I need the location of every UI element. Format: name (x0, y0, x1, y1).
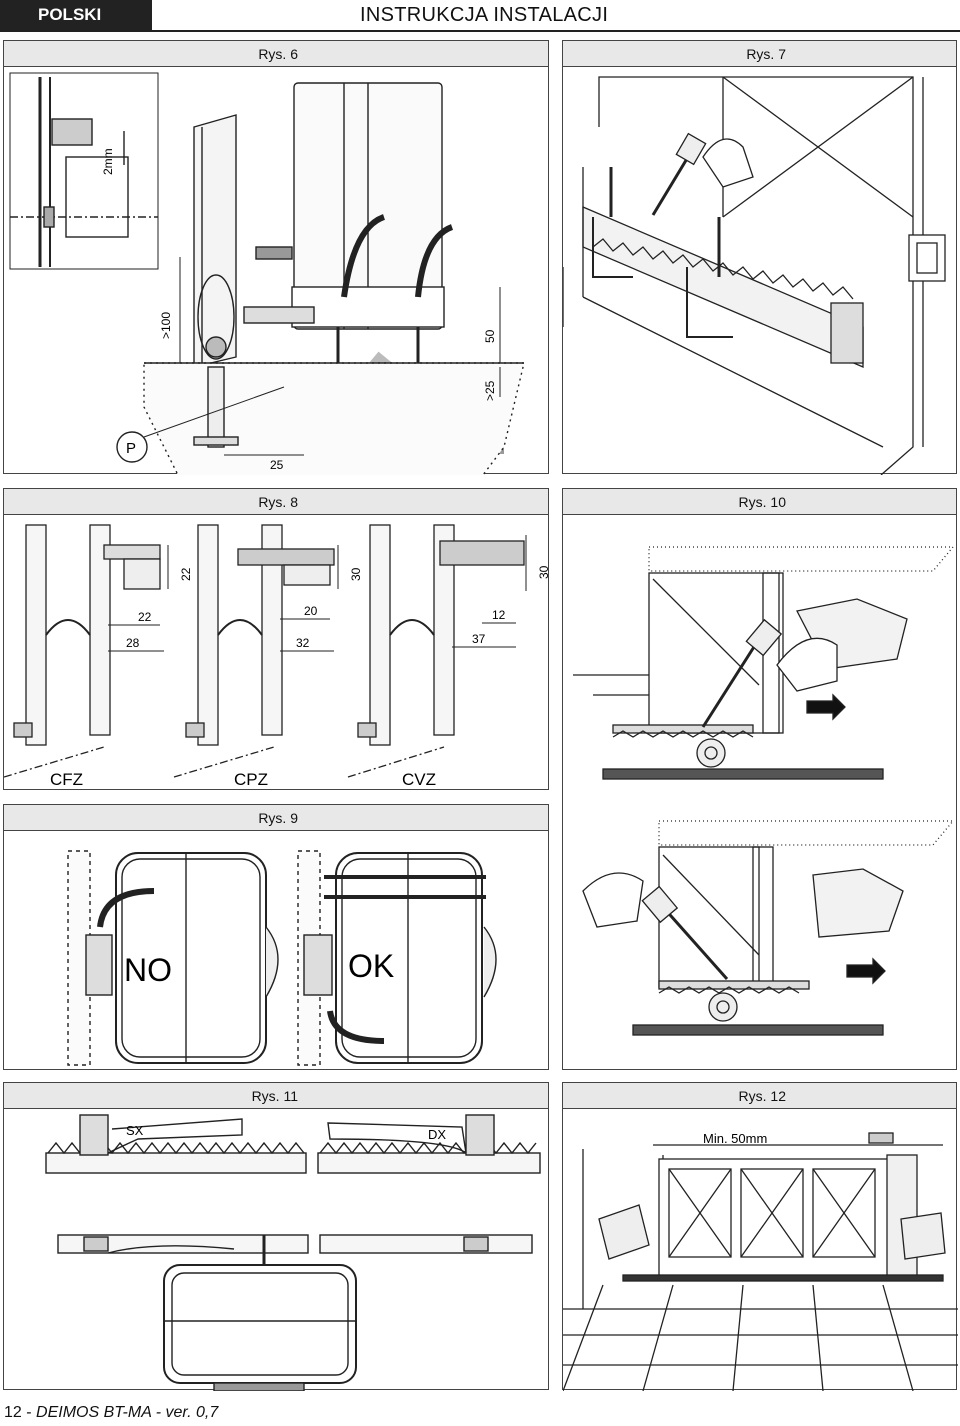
header-rule (0, 30, 960, 32)
gap-label: 2mm (101, 148, 115, 175)
p-label: P (126, 440, 136, 457)
document-title: INSTRUKCJA INSTALACJI (360, 4, 609, 26)
figure-caption: Rys. 7 (563, 41, 956, 67)
figure-caption: Rys. 8 (4, 489, 548, 515)
ok-label: OK (348, 948, 394, 984)
rys-8-drawing: 22 30 30 22 28 20 32 12 37 CFZ CPZ CVZ (4, 524, 550, 789)
dim-cpz-32: 32 (296, 636, 310, 650)
figure-caption: Rys. 9 (4, 805, 548, 831)
figure-rys-6: Rys. 6 (3, 40, 549, 475)
figure-caption: Rys. 12 (563, 1083, 956, 1109)
dim-cpz-30v: 30 (349, 567, 363, 581)
page-number: 12 (4, 1404, 22, 1421)
dx-label: DX (428, 1127, 446, 1142)
dim-cpz-20: 20 (304, 604, 318, 618)
rys-6-drawing: 2mm >100 P 25 50 >25 (9, 72, 525, 475)
product-version: DEIMOS BT-MA - ver. 0,7 (36, 1404, 219, 1421)
page-footer: 12 - DEIMOS BT-MA - ver. 0,7 (4, 1404, 219, 1421)
rys-7-drawing (563, 76, 946, 475)
rys-9-drawing: NO OK (67, 850, 497, 1066)
no-label: NO (124, 952, 172, 988)
dim-25-label: 25 (270, 458, 284, 472)
language-label: POLSKI (0, 0, 152, 30)
rys-11-drawing: SX DX (45, 1114, 541, 1391)
dim-cfz-28: 28 (126, 636, 140, 650)
figure-rys-7: Rys. 7 (562, 40, 957, 475)
sx-label: SX (126, 1123, 144, 1138)
figure-caption: Rys. 11 (4, 1083, 548, 1109)
dim-cvz-12: 12 (492, 608, 506, 622)
figure-caption: Rys. 10 (563, 489, 956, 515)
rys-12-drawing: Min. 50mm (563, 1131, 958, 1391)
type-cfz-label: CFZ (50, 770, 83, 789)
dim-50-label: 50 (483, 329, 497, 343)
dim-gt25-label: >25 (483, 380, 497, 401)
figure-rys-10: Rys. 10 (562, 488, 957, 1070)
figure-caption: Rys. 6 (4, 41, 548, 67)
figure-rys-12: Rys. 12 Min. 50mm (562, 1082, 958, 1391)
dim-cvz-37: 37 (472, 632, 486, 646)
figure-rys-8: Rys. 8 (3, 488, 550, 790)
min-50mm-label: Min. 50mm (703, 1131, 767, 1146)
figure-rys-11: Rys. 11 SX DX (3, 1082, 549, 1391)
rys-10-drawing (573, 546, 955, 1036)
dim-cfz-22v: 22 (179, 567, 193, 581)
type-cpz-label: CPZ (234, 770, 268, 789)
dim-cvz-30v: 30 (537, 565, 550, 579)
type-cvz-label: CVZ (402, 770, 436, 789)
dim-cfz-22: 22 (138, 610, 152, 624)
height-label: >100 (159, 312, 173, 339)
figure-rys-9: Rys. 9 NO OK (3, 804, 549, 1070)
